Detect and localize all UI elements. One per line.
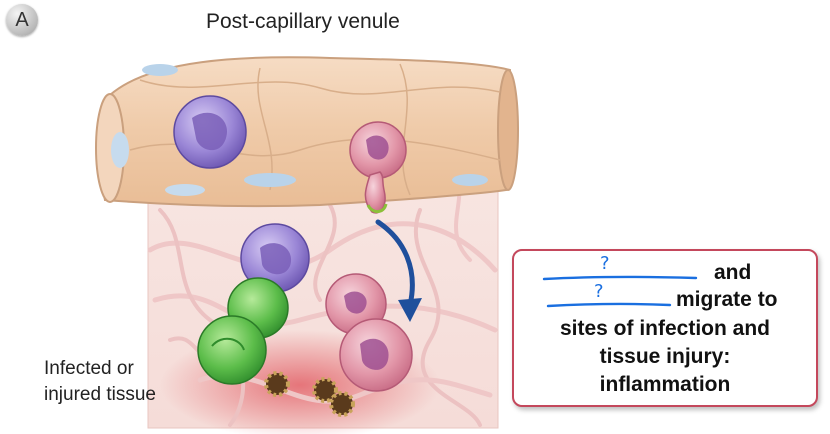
monocyte-in-vessel — [173, 95, 247, 169]
macrophage-green-lower — [197, 315, 267, 385]
neutrophil-transmigrating — [349, 121, 407, 214]
tissue-label-line1: Infected or — [44, 358, 134, 379]
post-capillary-venule — [95, 56, 519, 208]
handwritten-blank-2 — [546, 302, 672, 308]
tissue-label: Infected or injured tissue — [44, 356, 156, 408]
microbe-3 — [329, 391, 355, 417]
callout-line-4: tissue injury: — [599, 345, 731, 368]
panel-label: A — [6, 4, 38, 36]
macrophage-purple — [240, 223, 310, 293]
microbe-2 — [312, 377, 338, 403]
handwritten-question-2: ? — [594, 281, 604, 302]
callout-line-2: migrate to — [676, 288, 778, 311]
venule-title: Post-capillary venule — [206, 10, 400, 33]
handwritten-blank-1 — [542, 275, 698, 281]
callout-line-5: inflammation — [599, 373, 731, 396]
callout-line-1: and — [714, 261, 752, 284]
migration-arrow — [375, 219, 422, 322]
handwritten-question-1: ? — [600, 253, 610, 274]
callout-line-3: sites of infection and — [559, 317, 771, 340]
microbe-1 — [264, 371, 290, 397]
annotation-callout-box: ? ? and migrate to sites of infection an… — [512, 249, 818, 407]
neutrophil-tissue-lower — [339, 318, 413, 392]
tissue-label-line2: injured tissue — [44, 384, 156, 405]
